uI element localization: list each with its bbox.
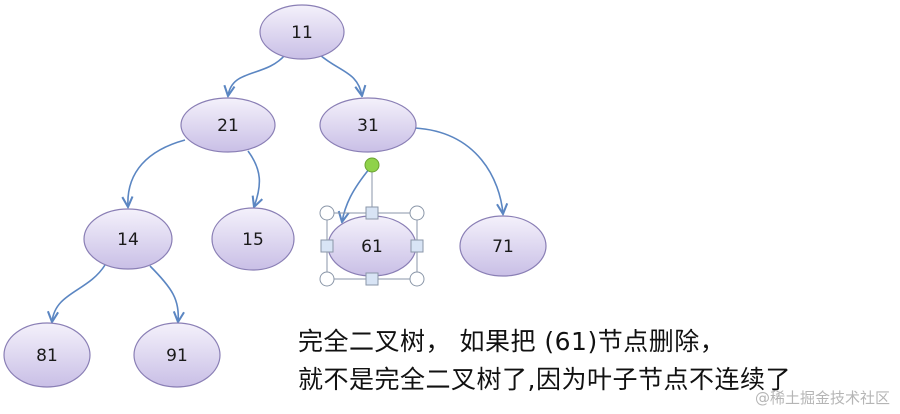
watermark: @稀土掘金技术社区	[754, 389, 890, 407]
resize-handle-corner-1[interactable]	[409, 205, 425, 221]
edge-21-14	[128, 139, 186, 207]
node-ellipse	[133, 322, 221, 388]
edge-11-21	[228, 54, 286, 96]
node-ellipse	[180, 97, 276, 153]
caption-line-2: 就不是完全二叉树了,因为叶子节点不连续了	[298, 365, 791, 394]
node-label: 21	[217, 116, 239, 136]
node-ellipse	[211, 207, 295, 271]
node-label: 11	[291, 23, 313, 43]
resize-handle-side-0[interactable]	[365, 206, 379, 220]
node-ellipse	[319, 97, 417, 153]
node-14[interactable]: 14	[83, 208, 173, 270]
resize-handle-corner-2[interactable]	[319, 271, 335, 287]
node-71[interactable]: 71	[459, 215, 547, 277]
node-ellipse	[83, 208, 173, 270]
node-label: 71	[492, 237, 514, 257]
node-label: 15	[242, 230, 264, 250]
resize-handle-side-1[interactable]	[365, 272, 379, 286]
node-ellipse	[3, 322, 91, 388]
resize-handle-side-2[interactable]	[320, 239, 334, 253]
node-21[interactable]: 21	[180, 97, 276, 153]
node-81[interactable]: 81	[3, 322, 91, 388]
node-label: 14	[117, 230, 139, 250]
node-91[interactable]: 91	[133, 322, 221, 388]
resize-handle-corner-0[interactable]	[319, 205, 335, 221]
node-11[interactable]: 11	[259, 4, 345, 60]
node-label: 91	[166, 346, 188, 366]
rotate-handle[interactable]	[364, 157, 380, 173]
nodes-layer: 11 21 31 14 15 61 71 81 91	[3, 4, 547, 388]
selection-handles[interactable]	[319, 157, 425, 287]
node-31[interactable]: 31	[319, 97, 417, 153]
edge-31-71	[414, 127, 503, 214]
edge-14-81	[52, 264, 106, 322]
node-ellipse	[259, 4, 345, 60]
node-label: 81	[36, 346, 58, 366]
node-61[interactable]: 61	[327, 215, 417, 277]
edge-14-91	[149, 265, 178, 322]
edges-layer	[52, 54, 503, 322]
node-15[interactable]: 15	[211, 207, 295, 271]
caption-line-1: 完全二叉树， 如果把 (61)节点删除，	[298, 327, 726, 356]
resize-handle-corner-3[interactable]	[409, 271, 425, 287]
node-ellipse	[459, 215, 547, 277]
edge-11-31	[319, 54, 362, 96]
node-label: 61	[361, 237, 383, 257]
node-label: 31	[357, 116, 379, 136]
edge-21-15	[247, 150, 259, 207]
resize-handle-side-3[interactable]	[410, 239, 424, 253]
edge-31-61	[342, 167, 371, 222]
